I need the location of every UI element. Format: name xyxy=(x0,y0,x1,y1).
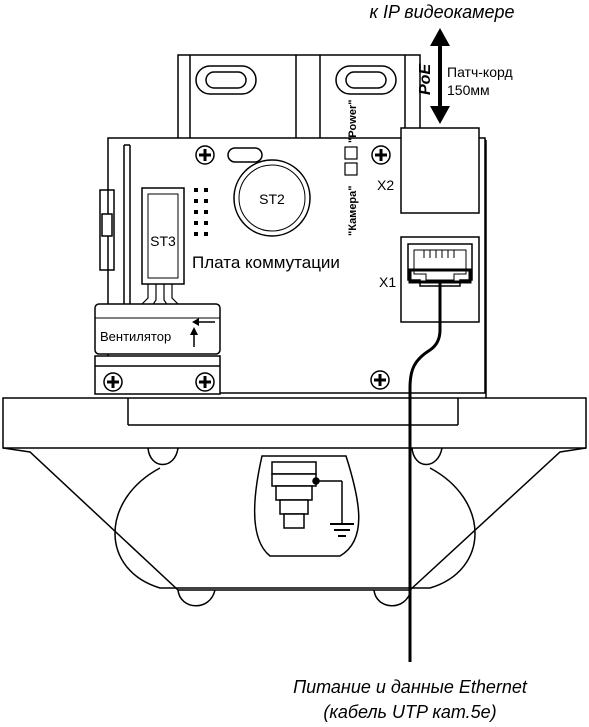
x1-label: X1 xyxy=(379,274,396,290)
fan: Вентилятор xyxy=(94,303,221,355)
led-indicators: "Камера" "Power" xyxy=(344,100,359,237)
x1-connector: X1 xyxy=(379,236,480,323)
to-camera-label: к IP видеокамере xyxy=(369,2,514,22)
led-power-label: "Power" xyxy=(347,100,359,143)
screw-icon xyxy=(195,372,215,392)
patch-cord-label: Патч-корд xyxy=(447,64,513,80)
screw-icon xyxy=(195,145,215,165)
fan-label: Вентилятор xyxy=(100,329,171,344)
screw-icon xyxy=(103,372,123,392)
mounting-bracket xyxy=(177,54,421,140)
screw-icon xyxy=(371,145,391,165)
patch-cord-length: 150мм xyxy=(447,82,490,98)
left-clip xyxy=(99,144,131,305)
x2-connector: X2 xyxy=(377,127,480,214)
led-camera-label: "Камера" xyxy=(347,186,359,237)
ground-stud xyxy=(253,455,360,557)
st3-label: ST3 xyxy=(150,233,176,249)
ethernet-cable xyxy=(408,268,472,662)
x2-label: X2 xyxy=(377,177,394,193)
st2-label: ST2 xyxy=(259,191,285,207)
camera-arrow xyxy=(430,28,450,124)
cable-type-label: (кабель UTP кат.5е) xyxy=(323,702,496,722)
st2-component: ST2 xyxy=(233,159,311,237)
pin-header xyxy=(194,188,208,236)
power-data-label: Питание и данные Ethernet xyxy=(293,677,528,697)
screw-icon xyxy=(370,370,390,390)
st3-component: ST3 xyxy=(141,187,185,285)
poe-label: PoE xyxy=(417,63,434,95)
board-label: Плата коммутации xyxy=(192,253,340,272)
